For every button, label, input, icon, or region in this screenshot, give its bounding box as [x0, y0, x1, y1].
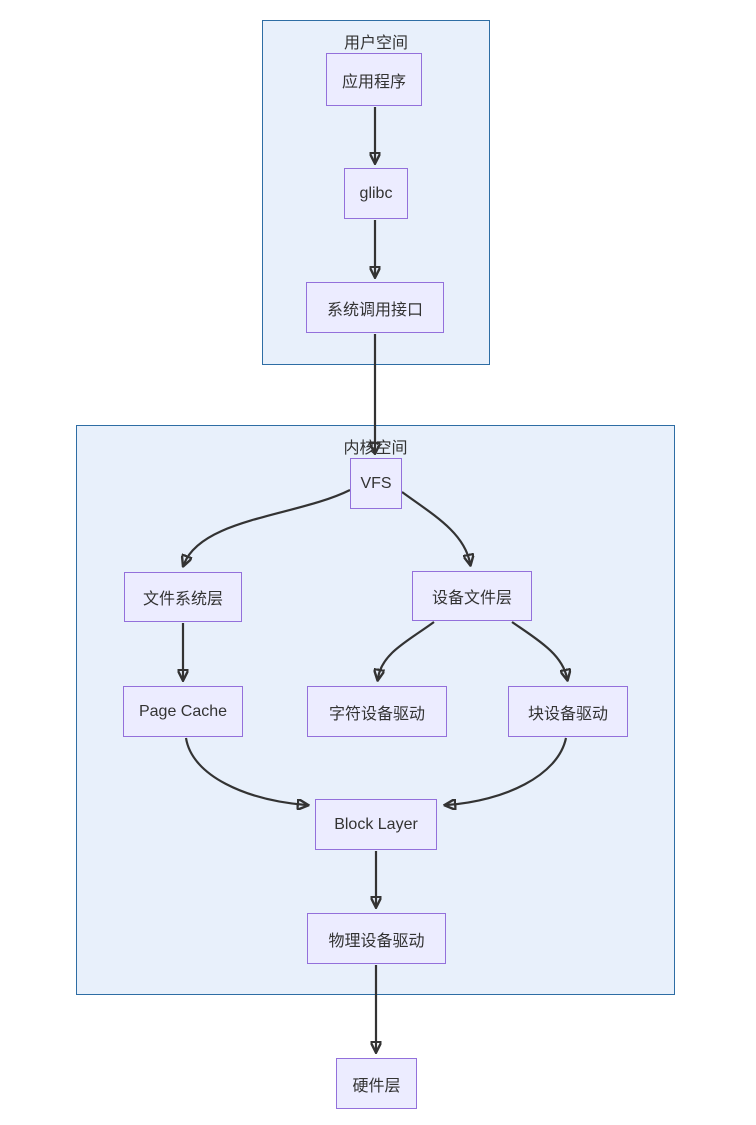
node-glibc: glibc	[344, 168, 408, 219]
node-application-label: 应用程序	[341, 73, 406, 91]
node-hardware-layer-label: 硬件层	[352, 1077, 401, 1095]
cluster-kernel-space-label: 内核空间	[343, 440, 408, 457]
node-physical-device-driver: 物理设备驱动	[307, 913, 446, 964]
node-syscall-interface-label: 系统调用接口	[326, 301, 423, 319]
node-block-layer-label: Block Layer	[334, 815, 418, 833]
node-char-device-driver: 字符设备驱动	[307, 686, 447, 737]
node-filesystem-layer: 文件系统层	[124, 572, 242, 622]
node-syscall-interface: 系统调用接口	[306, 282, 444, 333]
node-device-file-layer: 设备文件层	[412, 571, 532, 621]
node-hardware-layer: 硬件层	[336, 1058, 417, 1109]
node-vfs: VFS	[350, 458, 402, 509]
node-glibc-label: glibc	[359, 184, 393, 202]
node-filesystem-layer-label: 文件系统层	[142, 591, 223, 608]
node-page-cache-label: Page Cache	[138, 702, 228, 720]
node-vfs-label: VFS	[360, 474, 392, 492]
node-char-device-driver-label: 字符设备驱动	[328, 705, 425, 723]
cluster-user-space-label: 用户空间	[343, 35, 408, 52]
node-block-device-driver-label: 块设备驱动	[527, 705, 608, 723]
node-physical-device-driver-label: 物理设备驱动	[328, 932, 425, 950]
node-block-device-driver: 块设备驱动	[508, 686, 628, 737]
node-page-cache: Page Cache	[123, 686, 243, 737]
node-application: 应用程序	[326, 53, 422, 106]
node-block-layer: Block Layer	[315, 799, 437, 850]
node-device-file-layer-label: 设备文件层	[431, 590, 512, 607]
